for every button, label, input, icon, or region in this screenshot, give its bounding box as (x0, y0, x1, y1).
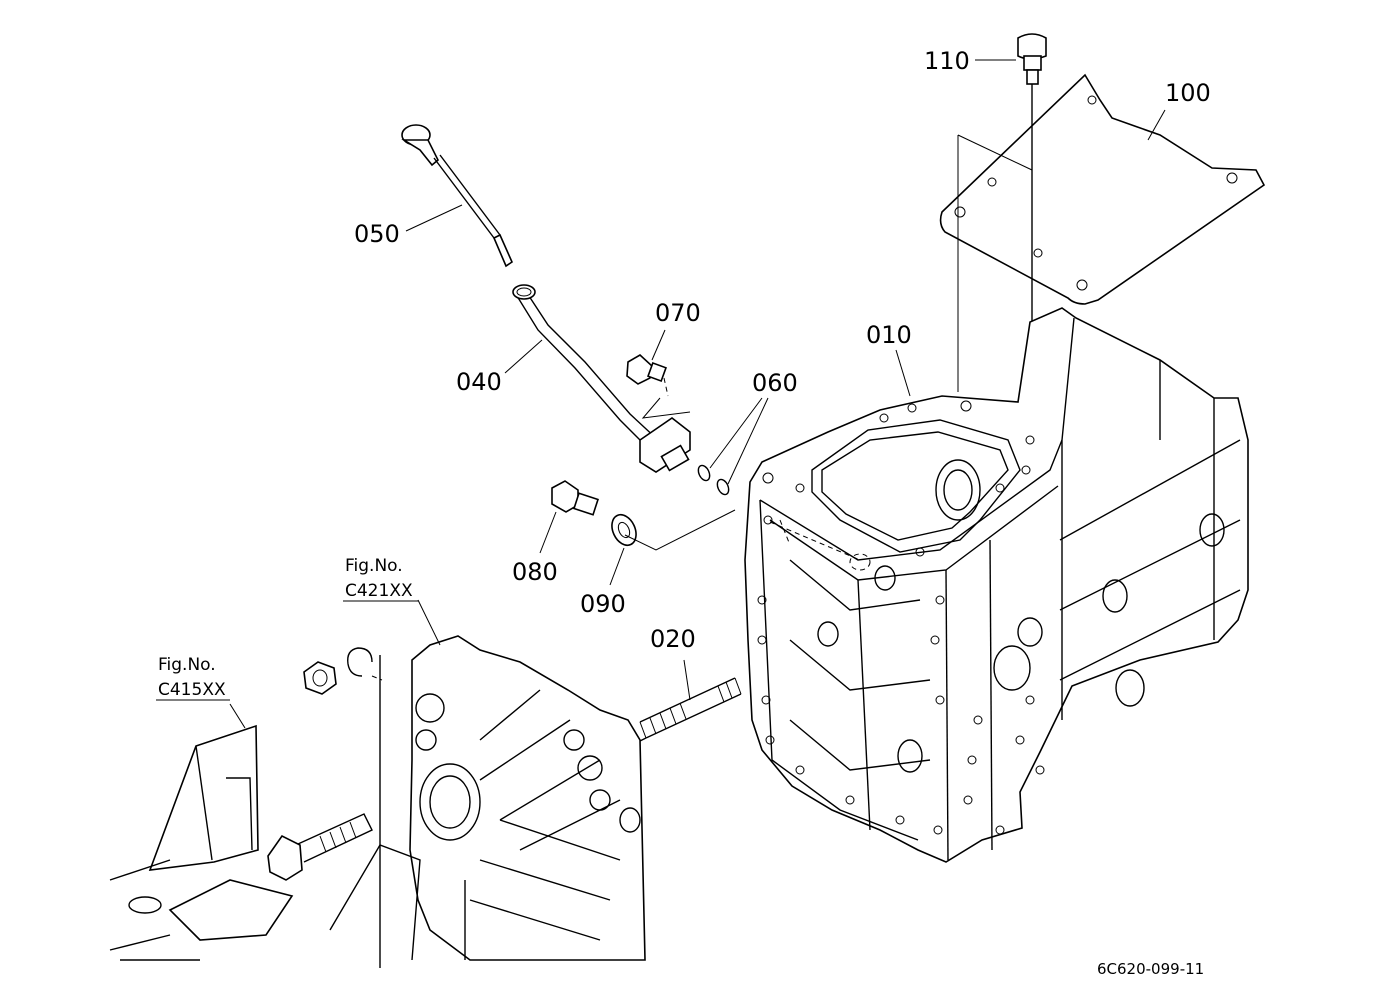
front-housing (409, 635, 646, 961)
dipstick-guide-pipe (512, 284, 691, 473)
figure-ref-c415xx: Fig.No. C415XX (156, 655, 230, 701)
drawing-id: 6C620-099-11 (1097, 960, 1204, 978)
rear-frame (109, 655, 421, 968)
cover-plate (939, 73, 1266, 305)
label-110: 110 (924, 47, 970, 75)
dipstick (401, 124, 514, 268)
leader-lines (229, 59, 1166, 729)
label-080: 080 (512, 558, 558, 586)
nut (303, 661, 337, 695)
figure-ref-title: Fig.No. (158, 655, 216, 675)
o-rings (697, 464, 730, 496)
snap-ring (347, 647, 383, 681)
label-040: 040 (456, 368, 502, 396)
plug-080 (551, 480, 599, 516)
label-090: 090 (580, 590, 626, 618)
bolt-070 (626, 354, 669, 397)
label-010: 010 (866, 321, 912, 349)
figure-ref-c421xx: Fig.No. C421XX (343, 556, 418, 602)
figure-ref-code: C415XX (158, 680, 226, 700)
figure-ref-title: Fig.No. (345, 556, 403, 576)
assembly-line (779, 519, 791, 546)
assembly-line (769, 521, 861, 561)
label-050: 050 (354, 220, 400, 248)
assembly-line (957, 134, 1033, 171)
label-070: 070 (655, 299, 701, 327)
long-bolt (267, 813, 373, 881)
transmission-case (744, 307, 1249, 863)
label-020: 020 (650, 625, 696, 653)
label-100: 100 (1165, 79, 1211, 107)
assembly-line (849, 553, 871, 571)
label-060: 060 (752, 369, 798, 397)
figure-ref-code: C421XX (345, 581, 413, 601)
washer-090 (611, 513, 637, 547)
